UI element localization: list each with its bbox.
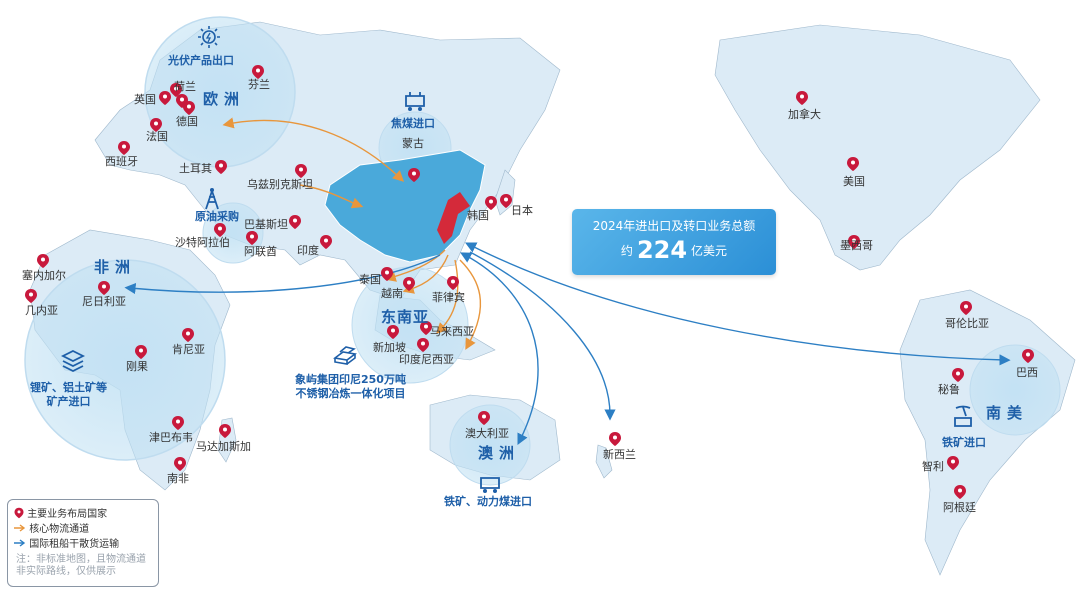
country-label: 法国 (146, 130, 168, 143)
country-label: 德国 (176, 115, 198, 128)
pin-new-zealand (609, 432, 621, 446)
region-circles (24, 16, 1061, 486)
route-south-america (464, 242, 1011, 366)
legend-blue-label: 国际租船干散货运输 (29, 539, 120, 550)
trade-label-minerals-line2: 矿产进口 (46, 395, 91, 408)
layers-icon (60, 349, 86, 373)
orange-arrow-icon (14, 524, 26, 532)
trade-label-minerals-line1: 锂矿、铝土矿等 (30, 381, 107, 394)
steel-ingot-icon (333, 346, 357, 365)
country-label: 加拿大 (788, 108, 821, 121)
country-label: 芬兰 (248, 78, 270, 91)
route-central-asia (299, 184, 364, 209)
africa-circle (24, 259, 226, 461)
country-label: 韩国 (467, 209, 489, 222)
pickaxe-cart-icon (954, 405, 972, 427)
country-label: 塞内加尔 (22, 269, 66, 282)
indonesia-project-line2: 不锈钢冶炼一体化项目 (295, 387, 406, 400)
country-label: 智利 (922, 460, 944, 473)
map-legend: 主要业务布局国家 核心物流通道 国际租船干散货运输 注：非标准地图，且物流通道非… (7, 499, 159, 587)
country-label: 几内亚 (25, 304, 58, 317)
country-label: 巴基斯坦 (244, 218, 288, 231)
summary-unit: 亿美元 (691, 244, 728, 258)
country-label: 哥伦比亚 (945, 317, 989, 330)
orange-routes (222, 117, 482, 350)
country-label: 英国 (134, 93, 156, 106)
country-label: 新西兰 (603, 448, 636, 461)
trade-label-oil: 原油采购 (195, 210, 239, 223)
country-label: 日本 (511, 204, 533, 217)
mine-cart-icon (480, 477, 500, 493)
legend-orange-label: 核心物流通道 (29, 524, 90, 535)
route-sea-3 (436, 259, 459, 334)
region-label-southeast-asia: 东南亚 (381, 308, 430, 326)
pin-icon (14, 507, 24, 519)
coal-cart-icon (405, 92, 425, 111)
country-label: 肯尼亚 (172, 343, 205, 356)
middle-east-circle (202, 202, 264, 264)
region-label-africa: 非洲 (94, 258, 137, 276)
trade-label-iron-ore: 铁矿进口 (942, 436, 986, 449)
indonesia-project-line1: 象屿集团印尼250万吨 (295, 373, 406, 386)
legend-note: 注：非标准地图，且物流通道非实际路线，仅供展示 (16, 554, 146, 577)
country-label: 印度 (297, 244, 319, 257)
blue-routes (124, 242, 1011, 446)
route-europe (222, 117, 405, 182)
legend-row-orange: 核心物流通道 (14, 520, 89, 535)
country-label: 美国 (843, 175, 865, 188)
country-label: 尼日利亚 (82, 295, 126, 308)
country-label: 新加坡 (373, 341, 406, 354)
route-africa (124, 254, 441, 295)
new-zealand-landmass (595, 444, 613, 479)
oil-pump-icon (205, 188, 219, 210)
region-label-south-america: 南美 (986, 404, 1029, 422)
country-label: 刚果 (126, 360, 148, 373)
route-sea-1 (384, 249, 446, 282)
trade-label-coke: 焦煤进口 (391, 117, 435, 130)
blue-arrow-icon (14, 539, 26, 547)
legend-row-blue: 国际租船干散货运输 (14, 535, 119, 550)
country-label: 马来西亚 (430, 325, 474, 338)
legend-row-pin: 主要业务布局国家 (14, 505, 107, 520)
country-label: 巴西 (1016, 366, 1038, 379)
country-label: 荷兰 (174, 80, 196, 93)
country-label: 南非 (167, 472, 189, 485)
solar-panel-icon (198, 26, 220, 48)
country-label: 阿根廷 (943, 501, 976, 514)
trade-label-iron-coal: 铁矿、动力煤进口 (444, 495, 532, 508)
summary-prefix: 约 (620, 244, 633, 258)
summary-value: 224 (636, 236, 688, 264)
south-america-circle (969, 344, 1061, 436)
route-sea-2 (402, 254, 449, 294)
country-label: 马达加斯加 (196, 440, 251, 453)
country-label: 西班牙 (105, 155, 138, 168)
country-label: 蒙古 (402, 137, 424, 150)
summary-title: 2024年进出口及转口业务总额 (592, 219, 756, 233)
country-label: 越南 (381, 287, 403, 300)
trade-label-pv: 光伏产品出口 (168, 54, 234, 67)
china-hub-marker (437, 192, 470, 244)
south-america-landmass (899, 289, 1076, 576)
region-label-oceania: 澳洲 (478, 444, 521, 462)
trade-label-indonesia-project: 象屿集团印尼250万吨 不锈钢冶炼一体化项目 (295, 373, 406, 401)
country-label: 津巴布韦 (149, 431, 193, 444)
trade-label-minerals: 锂矿、铝土矿等 矿产进口 (30, 381, 107, 409)
country-label: 土耳其 (179, 162, 212, 175)
country-label: 沙特阿拉伯 (175, 236, 230, 249)
country-label: 阿联酋 (244, 245, 277, 258)
country-label: 乌兹别克斯坦 (247, 178, 313, 191)
region-label-europe: 欧洲 (203, 90, 246, 108)
legend-pin-label: 主要业务布局国家 (27, 509, 108, 520)
country-label: 菲律宾 (432, 291, 465, 304)
country-label: 澳大利亚 (465, 427, 509, 440)
country-label: 秘鲁 (938, 383, 960, 396)
country-label: 印度尼西亚 (399, 353, 454, 366)
country-label: 墨西哥 (840, 239, 873, 252)
country-label: 泰国 (359, 273, 381, 286)
